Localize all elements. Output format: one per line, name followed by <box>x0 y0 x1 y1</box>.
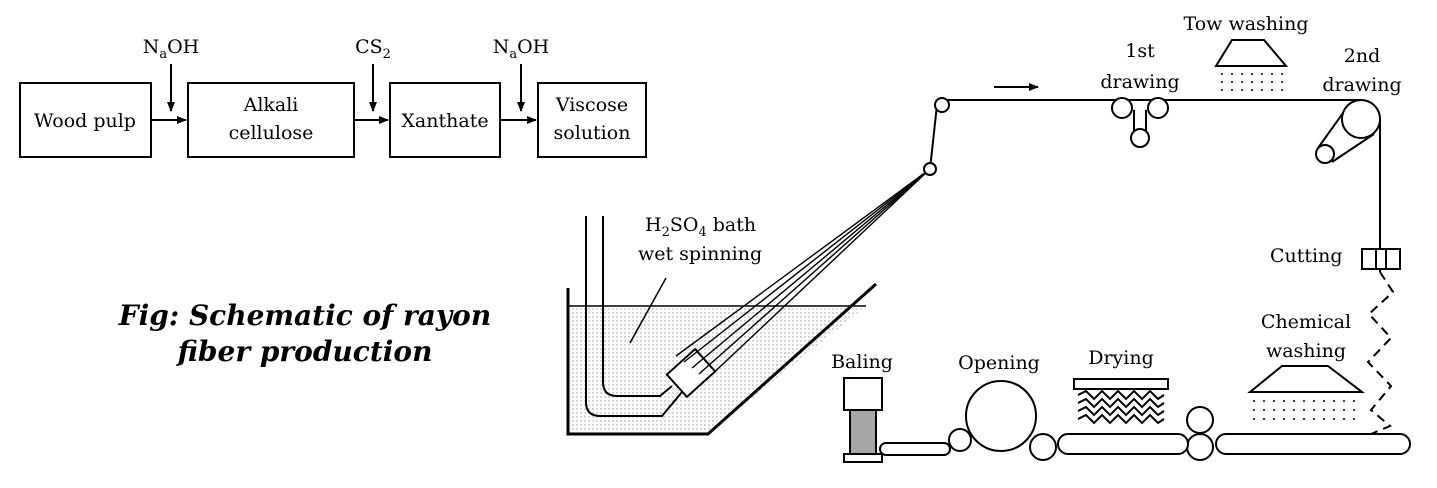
nip-roller-top <box>1186 406 1214 434</box>
xanthate-label: Xanthate <box>401 110 488 132</box>
chemical-washing-nozzle <box>1247 365 1365 420</box>
figure-caption: Fig: Schematic of rayon fiber production <box>60 298 550 370</box>
reagent-naoh-1: NaOH <box>143 36 200 62</box>
bath-label-pointer <box>629 277 667 344</box>
cutting-label: Cutting <box>1270 245 1343 267</box>
cut-fiber-path <box>1366 271 1395 435</box>
caption-line-1: Fig: Schematic of rayon <box>118 299 492 332</box>
conveyor-left <box>879 442 951 456</box>
spinneret-tube <box>585 216 683 417</box>
bath-label-2: wet spinning <box>638 243 762 265</box>
spinneret <box>665 347 717 399</box>
alkali-cellulose-label-2: cellulose <box>229 122 314 144</box>
viscose-solution-box <box>537 82 647 158</box>
spinning-bath <box>566 168 931 436</box>
second-drawing-rollers <box>1315 99 1381 164</box>
tow-washing-nozzle <box>1214 39 1289 91</box>
first-drawing-label-2: drawing <box>1100 71 1179 93</box>
drying-label: Drying <box>1088 347 1154 369</box>
filament-bundle <box>675 168 931 381</box>
viscose-solution-label-1: Viscose <box>555 94 628 116</box>
wood-pulp-label: Wood pulp <box>34 110 136 132</box>
cutter <box>1361 248 1401 270</box>
bottom-line <box>879 380 1411 461</box>
conveyor-middle <box>1057 433 1189 455</box>
caption-line-2: fiber production <box>177 335 433 368</box>
opening-drum <box>965 380 1037 452</box>
reagent-naoh-2: NaOH <box>493 36 550 62</box>
bath-tank <box>566 282 877 436</box>
opening-out-roller <box>948 428 972 452</box>
opening-label: Opening <box>958 352 1040 374</box>
baling-label: Baling <box>831 351 893 373</box>
chemical-washing-label-1: Chemical <box>1261 311 1351 333</box>
chemical-washing-label-2: washing <box>1266 340 1346 362</box>
guide-roller-2 <box>934 97 950 113</box>
first-drawing-rollers <box>1111 97 1169 148</box>
alkali-cellulose-label-1: Alkali <box>243 94 299 116</box>
guide-roller-1 <box>923 162 937 176</box>
flow-chart <box>19 64 647 158</box>
first-drawing-label-1: 1st <box>1125 40 1155 62</box>
second-drawing-label-1: 2nd <box>1344 45 1381 67</box>
second-drawing-label-2: drawing <box>1322 74 1401 96</box>
viscose-solution-label-2: solution <box>554 122 631 144</box>
opening-feed-roller <box>1029 433 1057 461</box>
dryer <box>1073 378 1169 425</box>
nip-roller-bottom <box>1186 433 1214 461</box>
baling-press <box>843 377 883 463</box>
tow-washing-label: Tow washing <box>1184 13 1309 35</box>
reagent-cs2: CS2 <box>355 36 391 62</box>
bath-label-1: H2SO4 bath <box>645 214 756 240</box>
conveyor-right <box>1215 433 1411 455</box>
